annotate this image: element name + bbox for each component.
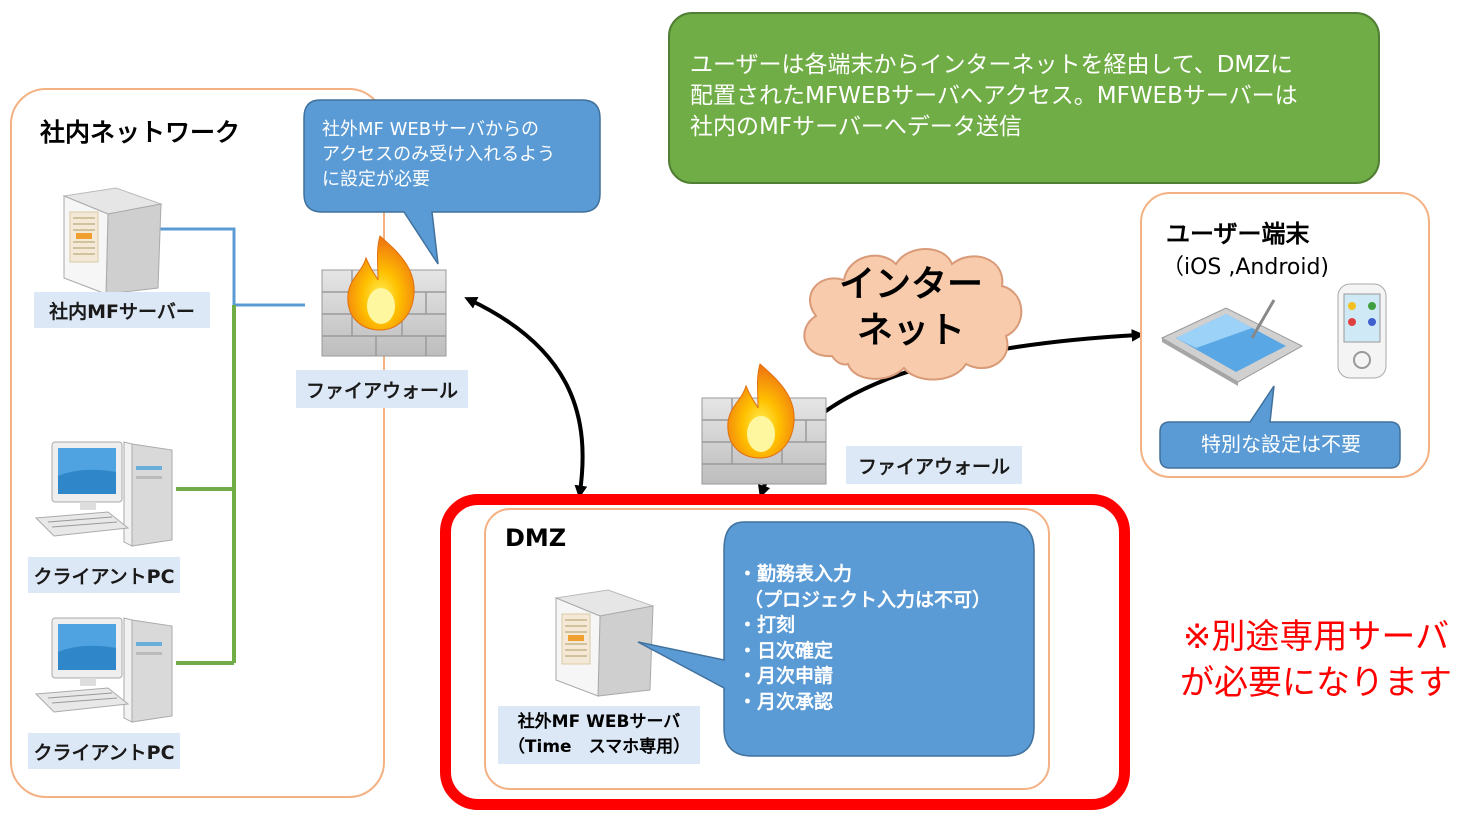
web-server-label: 社外MF WEBサーバ （Time スマホ専用） bbox=[498, 706, 700, 764]
client-pc-label: クライアントPC bbox=[28, 557, 180, 593]
lan-bus-line bbox=[176, 305, 236, 665]
smartphone-icon bbox=[1337, 283, 1387, 379]
server-link-line bbox=[160, 227, 305, 307]
top-note bbox=[668, 12, 1380, 184]
intranet-title: 社内ネットワーク bbox=[40, 118, 241, 147]
client-pc-label: クライアントPC bbox=[28, 733, 180, 769]
callout-line: 社外MF WEBサーバからの bbox=[322, 119, 539, 140]
intranet-callout-shape bbox=[303, 99, 601, 265]
internet-label: インター ネット bbox=[826, 262, 996, 354]
firewall-right-label: ファイアウォール bbox=[846, 446, 1022, 484]
firewall-dmz-arrow bbox=[464, 296, 588, 499]
web-server-icon bbox=[554, 589, 655, 697]
user-terminal-subtitle: （iOS ,Android) bbox=[1162, 255, 1330, 280]
client-pc-icon bbox=[34, 441, 173, 547]
intranet-server-label: 社内MFサーバー bbox=[34, 292, 210, 328]
notice-text: ※別途専用サーバ が必要になります bbox=[1166, 614, 1466, 706]
intranet-panel bbox=[10, 88, 385, 798]
feature-item: ・勤務表入力 bbox=[738, 563, 853, 585]
user-terminal-callout-shape bbox=[1159, 385, 1401, 469]
dmz-callout-shape bbox=[637, 521, 1035, 757]
internet-line: インター bbox=[838, 264, 983, 305]
dmz-title: DMZ bbox=[505, 524, 567, 552]
user-terminal-callout-text: 特別な設定は不要 bbox=[1201, 432, 1361, 456]
firewall-left-label: ファイアウォール bbox=[296, 370, 468, 408]
note-line: ユーザーは各端末からインターネットを経由して、DMZに bbox=[690, 52, 1294, 78]
notice-line: ※別途専用サーバ bbox=[1182, 617, 1450, 657]
intranet-callout-text: 社外MF WEBサーバからの アクセスのみ受け入れるよう に設定が必要 bbox=[322, 117, 592, 192]
callout-line: に設定が必要 bbox=[322, 169, 430, 190]
feature-item: ・打刻 bbox=[738, 614, 796, 636]
notice-line: が必要になります bbox=[1180, 663, 1452, 703]
tablet-icon bbox=[1160, 299, 1304, 386]
dmz-features-list: ・勤務表入力 （プロジェクト入力は不可） ・打刻 ・日次確定 ・月次申請 ・月次… bbox=[738, 562, 1034, 715]
feature-item: ・日次確定 bbox=[738, 639, 834, 662]
internet-cloud-icon bbox=[803, 248, 1023, 381]
web-server-label-line: 社外MF WEBサーバ bbox=[517, 712, 681, 732]
firewall-icon bbox=[321, 235, 447, 357]
server-icon bbox=[62, 187, 163, 295]
top-note-text: ユーザーは各端末からインターネットを経由して、DMZに 配置されたMFWEBサー… bbox=[690, 50, 1370, 143]
web-server-label-line: （Time スマホ専用） bbox=[507, 737, 691, 757]
client-pc-icon bbox=[34, 617, 173, 723]
callout-line: アクセスのみ受け入れるよう bbox=[322, 144, 556, 165]
firewall-icon bbox=[701, 363, 827, 485]
feature-item: （プロジェクト入力は不可） bbox=[744, 588, 992, 611]
note-line: 配置されたMFWEBサーバへアクセス。MFWEBサーバーは bbox=[690, 83, 1298, 109]
feature-item: ・月次承認 bbox=[738, 690, 834, 713]
feature-item: ・月次申請 bbox=[738, 665, 834, 687]
internet-line: ネット bbox=[856, 310, 965, 351]
dmz-highlight-frame bbox=[440, 494, 1130, 810]
note-line: 社内のMFサーバーへデータ送信 bbox=[690, 114, 1022, 140]
user-terminal-title: ユーザー端末 bbox=[1166, 220, 1310, 248]
